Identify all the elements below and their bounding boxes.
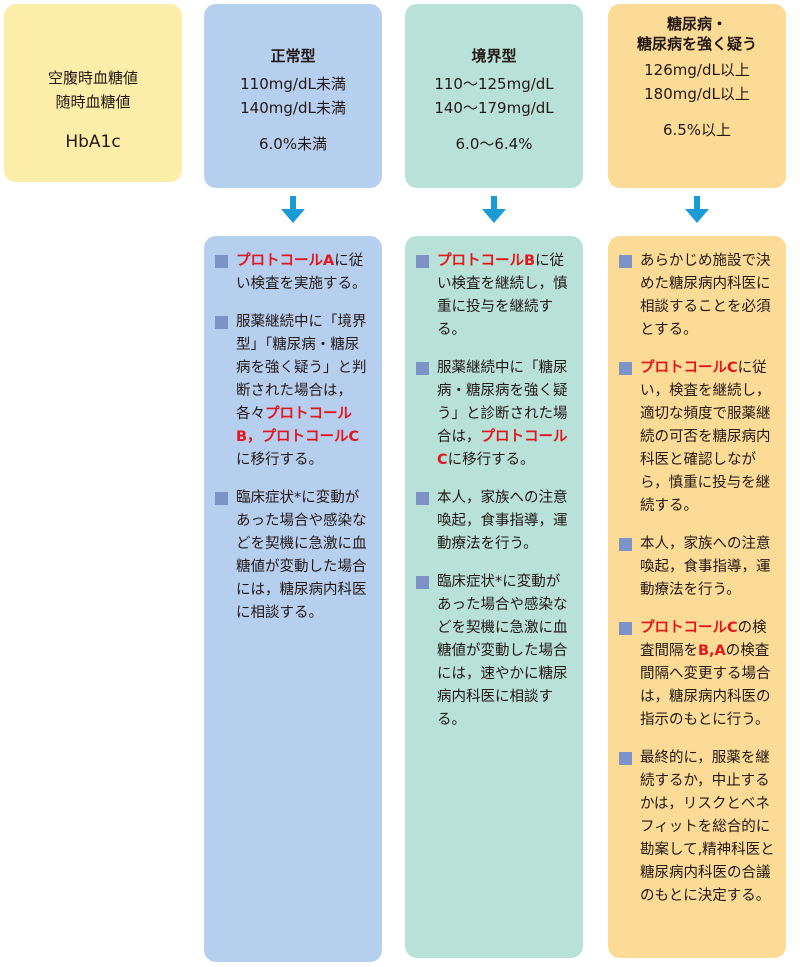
bullet-item: 服薬継続中に「境界型」「糖尿病・糖尿病を強く疑う」と判断された場合は，各々プロト… [214, 311, 372, 472]
protocol-highlight: プロトコールC [437, 429, 568, 468]
bullet-item: 服薬継続中に「糖尿病・糖尿病を強く疑う」と診断された場合は，プロトコールCに移行… [415, 357, 573, 472]
header-fasting: 110〜125mg/dL [434, 75, 554, 93]
square-bullet-icon [215, 255, 228, 268]
square-bullet-icon [215, 492, 228, 505]
protocol-highlight: プロトコールA [236, 253, 335, 269]
legend-hba1c: HbA1c [65, 132, 121, 152]
header-hba1c: 6.0〜6.4% [455, 135, 533, 153]
header-random: 180mg/dL以上 [644, 85, 750, 103]
protocol-highlight: プロトコールB，プロトコールC [236, 406, 360, 445]
bullet-item: 最終的に，服薬を継続するか，中止するかは，リスクとベネフィットを総合的に勘案して… [618, 747, 776, 908]
header-title: 正常型 [270, 47, 316, 65]
square-bullet-icon [416, 362, 429, 375]
bullet-text: に従い検査を実施する。 [236, 253, 367, 292]
bullet-item: あらかじめ施設で決めた糖尿病内科医に相談することを必須とする。 [618, 250, 776, 342]
square-bullet-icon [619, 538, 632, 551]
header-normal: 正常型 110mg/dL未満 140mg/dL未満 6.0%未満 [204, 4, 382, 188]
bullet-text: 臨床症状*に変動があった場合や感染などを契機に急激に血糖値が変動した場合には，糖… [236, 490, 367, 621]
legend-fasting: 空腹時血糖値 [47, 69, 138, 87]
bullet-text: に従い，検査を継続し，適切な頻度で服薬継続の可否を糖尿病内科医と確認しながら，慎… [640, 360, 771, 514]
protocol-highlight: プロトコールC [640, 620, 738, 636]
square-bullet-icon [619, 255, 632, 268]
square-bullet-icon [416, 492, 429, 505]
bullet-text: 最終的に，服薬を継続するか，中止するかは，リスクとベネフィットを総合的に勘案して… [640, 750, 775, 904]
protocol-normal-body: プロトコールAに従い検査を実施する。服薬継続中に「境界型」「糖尿病・糖尿病を強く… [204, 236, 382, 962]
bullet-text: 服薬継続中に「糖尿病・糖尿病を強く疑う」と診断された場合は， [437, 360, 568, 445]
bullet-item: プロトコールCの検査間隔をB,Aの検査間隔へ変更する場合は，糖尿病内科医の指示の… [618, 617, 776, 732]
bullet-text: の検査間隔を [640, 620, 767, 659]
bullet-item: プロトコールAに従い検査を実施する。 [214, 250, 372, 296]
bullet-item: プロトコールCに従い，検査を継続し，適切な頻度で服薬継続の可否を糖尿病内科医と確… [618, 357, 776, 518]
square-bullet-icon [619, 362, 632, 375]
header-fasting: 110mg/dL未満 [240, 75, 346, 93]
bullet-item: プロトコールBに従い検査を継続し，慎重に投与を継続する。 [415, 250, 573, 342]
bullet-text: に従い検査を継続し，慎重に投与を継続する。 [437, 253, 568, 338]
bullet-text: の検査間隔へ変更する場合は，糖尿病内科医の指示のもとに行う。 [640, 643, 771, 728]
square-bullet-icon [619, 622, 632, 635]
square-bullet-icon [416, 255, 429, 268]
bullet-text: に移行する。 [236, 452, 323, 468]
header-hba1c: 6.5%以上 [662, 121, 732, 139]
header-title: 糖尿病・ 糖尿病を強く疑う [636, 15, 757, 53]
header-random: 140mg/dL未満 [240, 99, 346, 117]
protocol-highlight: プロトコールC [640, 360, 738, 376]
protocol-borderline-body: プロトコールBに従い検査を継続し，慎重に投与を継続する。服薬継続中に「糖尿病・糖… [405, 236, 583, 958]
bullet-text: 本人，家族への注意喚起，食事指導，運動療法を行う。 [640, 536, 771, 598]
bullet-text: 服薬継続中に「境界型」「糖尿病・糖尿病を強く疑う」と判断された場合は，各々 [236, 314, 367, 422]
protocol-highlight: B,A [698, 643, 726, 659]
legend-random: 随時血糖値 [55, 93, 131, 111]
header-random: 140〜179mg/dL [434, 99, 554, 117]
header-title: 境界型 [471, 47, 517, 65]
square-bullet-icon [416, 576, 429, 589]
square-bullet-icon [215, 316, 228, 329]
bullet-text: に移行する。 [447, 452, 535, 468]
header-fasting: 126mg/dL以上 [644, 61, 750, 79]
bullet-text: あらかじめ施設で決めた糖尿病内科医に相談することを必須とする。 [640, 253, 771, 338]
square-bullet-icon [619, 752, 632, 765]
protocol-diabetes-body: あらかじめ施設で決めた糖尿病内科医に相談することを必須とする。プロトコールCに従… [608, 236, 786, 958]
header-borderline: 境界型 110〜125mg/dL 140〜179mg/dL 6.0〜6.4% [405, 4, 583, 188]
header-hba1c: 6.0%未満 [258, 135, 328, 153]
bullet-text: 本人，家族への注意喚起，食事指導，運動療法を行う。 [437, 490, 568, 552]
protocol-highlight: プロトコールB [437, 253, 536, 269]
bullet-text: 臨床症状*に変動があった場合や感染などを契機に急激に血糖値が変動した場合には，速… [437, 574, 568, 728]
header-diabetes: 糖尿病・ 糖尿病を強く疑う 126mg/dL以上 180mg/dL以上 6.5%… [608, 4, 786, 188]
bullet-item: 臨床症状*に変動があった場合や感染などを契機に急激に血糖値が変動した場合には，速… [415, 571, 573, 732]
legend-box: 空腹時血糖値 随時血糖値 HbA1c [4, 4, 182, 182]
bullet-item: 本人，家族への注意喚起，食事指導，運動療法を行う。 [618, 533, 776, 602]
bullet-item: 本人，家族への注意喚起，食事指導，運動療法を行う。 [415, 487, 573, 556]
bullet-item: 臨床症状*に変動があった場合や感染などを契機に急激に血糖値が変動した場合には，糖… [214, 487, 372, 625]
